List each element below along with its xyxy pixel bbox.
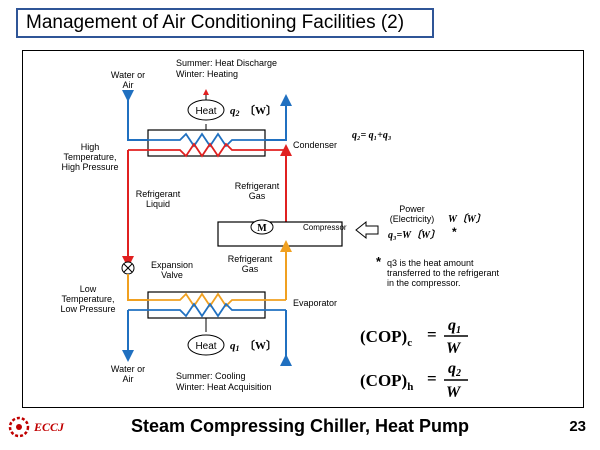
winter-top-label: Winter: Heating xyxy=(176,69,238,79)
motor-label: M xyxy=(257,223,267,234)
svg-text:=: = xyxy=(427,369,437,388)
condenser-box xyxy=(147,129,266,157)
power-arrow xyxy=(355,220,379,240)
note-star: * xyxy=(376,254,382,269)
svg-text:W: W xyxy=(446,384,462,401)
svg-text:q2: q2 xyxy=(448,360,461,379)
evaporator-water-coil xyxy=(128,302,286,318)
cop-cooling-formula: (COP)c = q1 W xyxy=(360,317,468,357)
evaporator-box xyxy=(147,291,266,319)
eccj-logo-icon xyxy=(8,416,30,438)
title-box: Management of Air Conditioning Facilitie… xyxy=(16,8,434,38)
q1-unit: 〔W〕 xyxy=(244,339,277,352)
q1-subscript: 1 xyxy=(236,344,240,353)
condenser-water-coil xyxy=(128,132,286,148)
q2-unit: 〔W〕 xyxy=(244,104,277,117)
svg-text:q1: q1 xyxy=(448,317,461,336)
q2-subscript: 2 xyxy=(235,109,240,118)
summer-top-label: Summer: Heat Discharge xyxy=(176,58,277,68)
page-number: 23 xyxy=(569,418,586,435)
svg-text:q2: q2 xyxy=(230,105,240,118)
q3-equation: q₃=W〔W〕 xyxy=(388,229,440,241)
evaporator-label: Evaporator xyxy=(293,298,337,308)
top-water-inlet-line xyxy=(122,90,148,141)
slide-subtitle: Steam Compressing Chiller, Heat Pump xyxy=(130,416,470,436)
svg-text:(COP)c: (COP)c xyxy=(360,327,412,349)
power-w-label: W〔W〕 xyxy=(448,213,486,225)
q1-symbol: q xyxy=(230,340,236,352)
heat-bottom-ellipse xyxy=(187,334,225,356)
svg-text:=: = xyxy=(427,325,437,344)
cop-heating-formula: (COP)h = q2 W xyxy=(360,360,468,401)
condenser-label: Condenser xyxy=(293,140,337,150)
heat-top-label: Heat xyxy=(195,106,216,117)
compressor-label: Compressor xyxy=(303,223,347,232)
svg-text:(COP)h: (COP)h xyxy=(360,371,413,393)
power-label: Power(Electricity) xyxy=(390,204,435,224)
page-title: Management of Air Conditioning Facilitie… xyxy=(26,12,405,33)
evaporator-refrigerant-coil xyxy=(128,292,286,308)
eccj-logo-text: ECCJ xyxy=(34,419,65,434)
winter-bottom-label: Winter: Heat Acquisition xyxy=(176,382,272,392)
heat-bottom-label: Heat xyxy=(195,341,216,352)
svg-text:q1: q1 xyxy=(230,340,240,353)
summer-bottom-label: Summer: Cooling xyxy=(176,371,246,381)
motor-ellipse xyxy=(250,219,274,235)
q2-equation: q₂= q₁+q₃ xyxy=(352,130,391,141)
eccj-logo: ECCJ xyxy=(8,416,64,438)
svg-text:W: W xyxy=(446,340,462,357)
q3-star: * xyxy=(452,225,457,239)
q2-symbol: q xyxy=(230,105,236,117)
condenser-refrigerant-coil xyxy=(128,142,286,158)
low-pressure-liquid-line xyxy=(127,274,148,301)
